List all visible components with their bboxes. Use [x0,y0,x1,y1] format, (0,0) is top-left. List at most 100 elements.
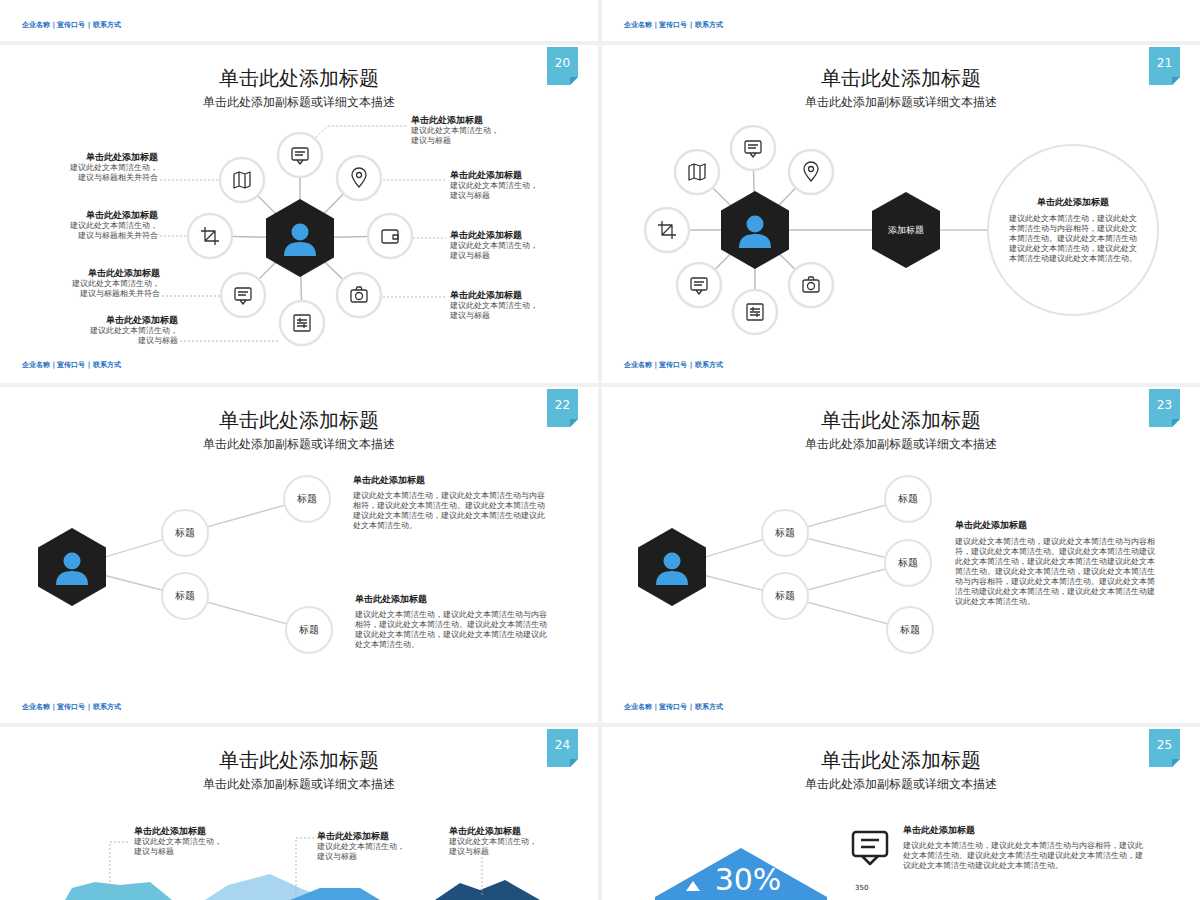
node-content: 标题 [886,477,930,521]
topic-circle: 标题 [761,572,809,620]
topic-circle: 标题 [884,475,932,523]
page-number: 22 [555,398,570,412]
slide-subtitle: 单击此处添加副标题或详细文本描述 [0,777,598,791]
badge-fold [570,759,578,767]
callout-body: 建议此处文本简洁生动，建议此处文本简洁生动与内容相符，建议此处文本简洁生动。建议… [903,841,1143,871]
topic-circle: 标题 [884,539,932,587]
page-number: 23 [1157,398,1172,412]
node-content: 标题 [163,574,207,618]
node-content: 23 [1149,389,1180,427]
callout-heading: 单击此处添加标题 [450,170,550,181]
slide-subtitle: 单击此处添加副标题或详细文本描述 [602,95,1200,109]
callout-heading: 单击此处添加标题 [449,826,549,837]
page-badge: 21 [1149,47,1180,85]
title-hexagon: 添加标题 [872,192,940,268]
callout-heading: 单击此处添加标题 [903,825,1103,836]
detail-circle: 单击此处添加标题建议此处文本简洁生动，建议此处文本简洁生动与内容相符，建议此处文… [987,144,1159,316]
badge-fold [570,77,578,85]
badge-fold [570,419,578,427]
node-content: 标题 [287,608,331,652]
node-content: 30% [655,848,827,900]
percent-value: 30% [715,864,782,896]
hexagon-shape [655,848,827,900]
callout-body: 建议此处文本简洁生动，建议与标题 [450,181,542,201]
slide-title: 单击此处添加标题 [602,408,1200,432]
slide-title: 单击此处添加标题 [0,66,598,90]
slide-panel: 单击此处添加标题单击此处添加副标题或详细文本描述单击此处添加标题建议此处文本简洁… [602,387,1200,723]
slide-panel: 单击此处添加标题单击此处添加副标题或详细文本描述单击此处添加标题建议此处文本简洁… [602,727,1200,900]
slide-title: 单击此处添加标题 [602,748,1200,772]
value-label: 350 [855,884,885,893]
badge-body [1149,729,1180,767]
callout-body: 建议此处文本简洁生动，建议此处文本简洁生动与内容相符，建议此处文本简洁生动。建议… [355,610,551,650]
node-label: 添加标题 [888,225,924,236]
node-content: 标题 [285,477,329,521]
topic-circle: 标题 [161,509,209,557]
node-content: 24 [547,729,578,767]
slide-title: 单击此处添加标题 [0,748,598,772]
node-label: 标题 [900,624,920,636]
page-badge: 23 [1149,389,1180,427]
callout-body: 建议此处文本简洁生动，建议与标题 [411,126,503,146]
node-label: 标题 [299,624,319,636]
callout-body: 建议此处文本简洁生动，建议与标题 [450,241,542,261]
slide-footer: 企业名称 | 宣传口号 | 联系方式 [624,361,844,370]
callout-body: 建议此处文本简洁生动，建议与标题相关并符合 [66,163,158,183]
page-badge: 20 [547,47,578,85]
slide-subtitle: 单击此处添加副标题或详细文本描述 [602,437,1200,451]
circle-body: 建议此处文本简洁生动，建议此处文本简洁生动与内容相符，建议此处文本简洁生动。建议… [1009,214,1137,264]
callout-heading: 单击此处添加标题 [411,115,511,126]
slide-footer: 企业名称 | 宣传口号 | 联系方式 [624,21,723,30]
node-label: 标题 [297,493,317,505]
badge-fold [1172,759,1180,767]
slide-title: 单击此处添加标题 [602,66,1200,90]
callout-heading: 单击此处添加标题 [353,475,553,486]
node-label: 标题 [175,590,195,602]
node-label: 标题 [898,557,918,569]
slide-subtitle: 单击此处添加副标题或详细文本描述 [0,95,598,109]
topic-circle: 标题 [761,509,809,557]
callout-body: 建议此处文本简洁生动，建议此处文本简洁生动与内容相符，建议此处文本简洁生动。建议… [353,491,549,531]
hexagon-shape [872,192,940,268]
callout-heading: 单击此处添加标题 [60,268,160,279]
callout-body: 建议此处文本简洁生动，建议与标题 [450,301,542,321]
node-label: 标题 [775,527,795,539]
slide-footer: 企业名称 | 宣传口号 | 联系方式 [22,21,121,30]
circle-heading: 单击此处添加标题 [1037,197,1109,208]
badge-body [1149,47,1180,85]
slide-footer: 企业名称 | 宣传口号 | 联系方式 [624,703,844,712]
page-number: 20 [555,56,570,70]
previous-slide-strip [0,0,598,41]
badge-fold [1172,77,1180,85]
topic-circle: 标题 [886,606,934,654]
node-content: 单击此处添加标题建议此处文本简洁生动，建议此处文本简洁生动与内容相符，建议此处文… [989,146,1157,314]
node-content: 21 [1149,47,1180,85]
page-badge: 25 [1149,729,1180,767]
callout-body: 建议此处文本简洁生动，建议与标题 [134,837,226,857]
percent-hexagon: 30% [655,848,827,900]
slide-panel: 单击此处添加标题单击此处添加副标题或详细文本描述企业名称 | 宣传口号 | 联系… [602,45,1200,383]
node-label: 标题 [898,493,918,505]
callout-heading: 单击此处添加标题 [955,520,1155,531]
topic-circle: 标题 [285,606,333,654]
node-label: 标题 [175,527,195,539]
previous-slide-strip [602,0,1200,41]
slide-subtitle: 单击此处添加副标题或详细文本描述 [0,437,598,451]
page-number: 24 [555,738,570,752]
callout-body: 建议此处文本简洁生动，建议与标题 [317,842,409,862]
node-label: 标题 [775,590,795,602]
badge-fold [1172,419,1180,427]
callout-heading: 单击此处添加标题 [355,594,555,605]
node-content: 标题 [886,541,930,585]
callout-heading: 单击此处添加标题 [317,831,417,842]
callout-heading: 单击此处添加标题 [450,290,550,301]
topic-circle: 标题 [161,572,209,620]
callout-heading: 单击此处添加标题 [58,210,158,221]
node-content: 标题 [763,574,807,618]
slide-footer: 企业名称 | 宣传口号 | 联系方式 [22,703,242,712]
node-content: 添加标题 [872,192,940,268]
badge-body [547,389,578,427]
badge-body [547,729,578,767]
page-badge: 22 [547,389,578,427]
